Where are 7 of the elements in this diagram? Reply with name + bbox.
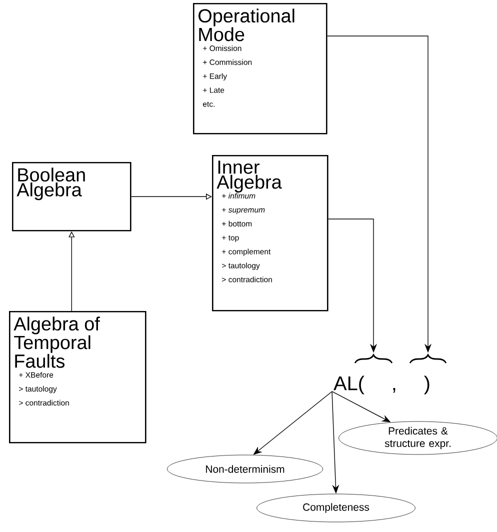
curly-brace [409,354,447,364]
arrow [130,194,212,200]
ellipse-node: Completeness [256,494,416,522]
class-box: Boolean Algebra [12,162,132,232]
curly-brace [354,354,393,364]
expression-text: AL( , ) [334,376,430,394]
ellipse-node: Non-determinism [167,454,323,484]
